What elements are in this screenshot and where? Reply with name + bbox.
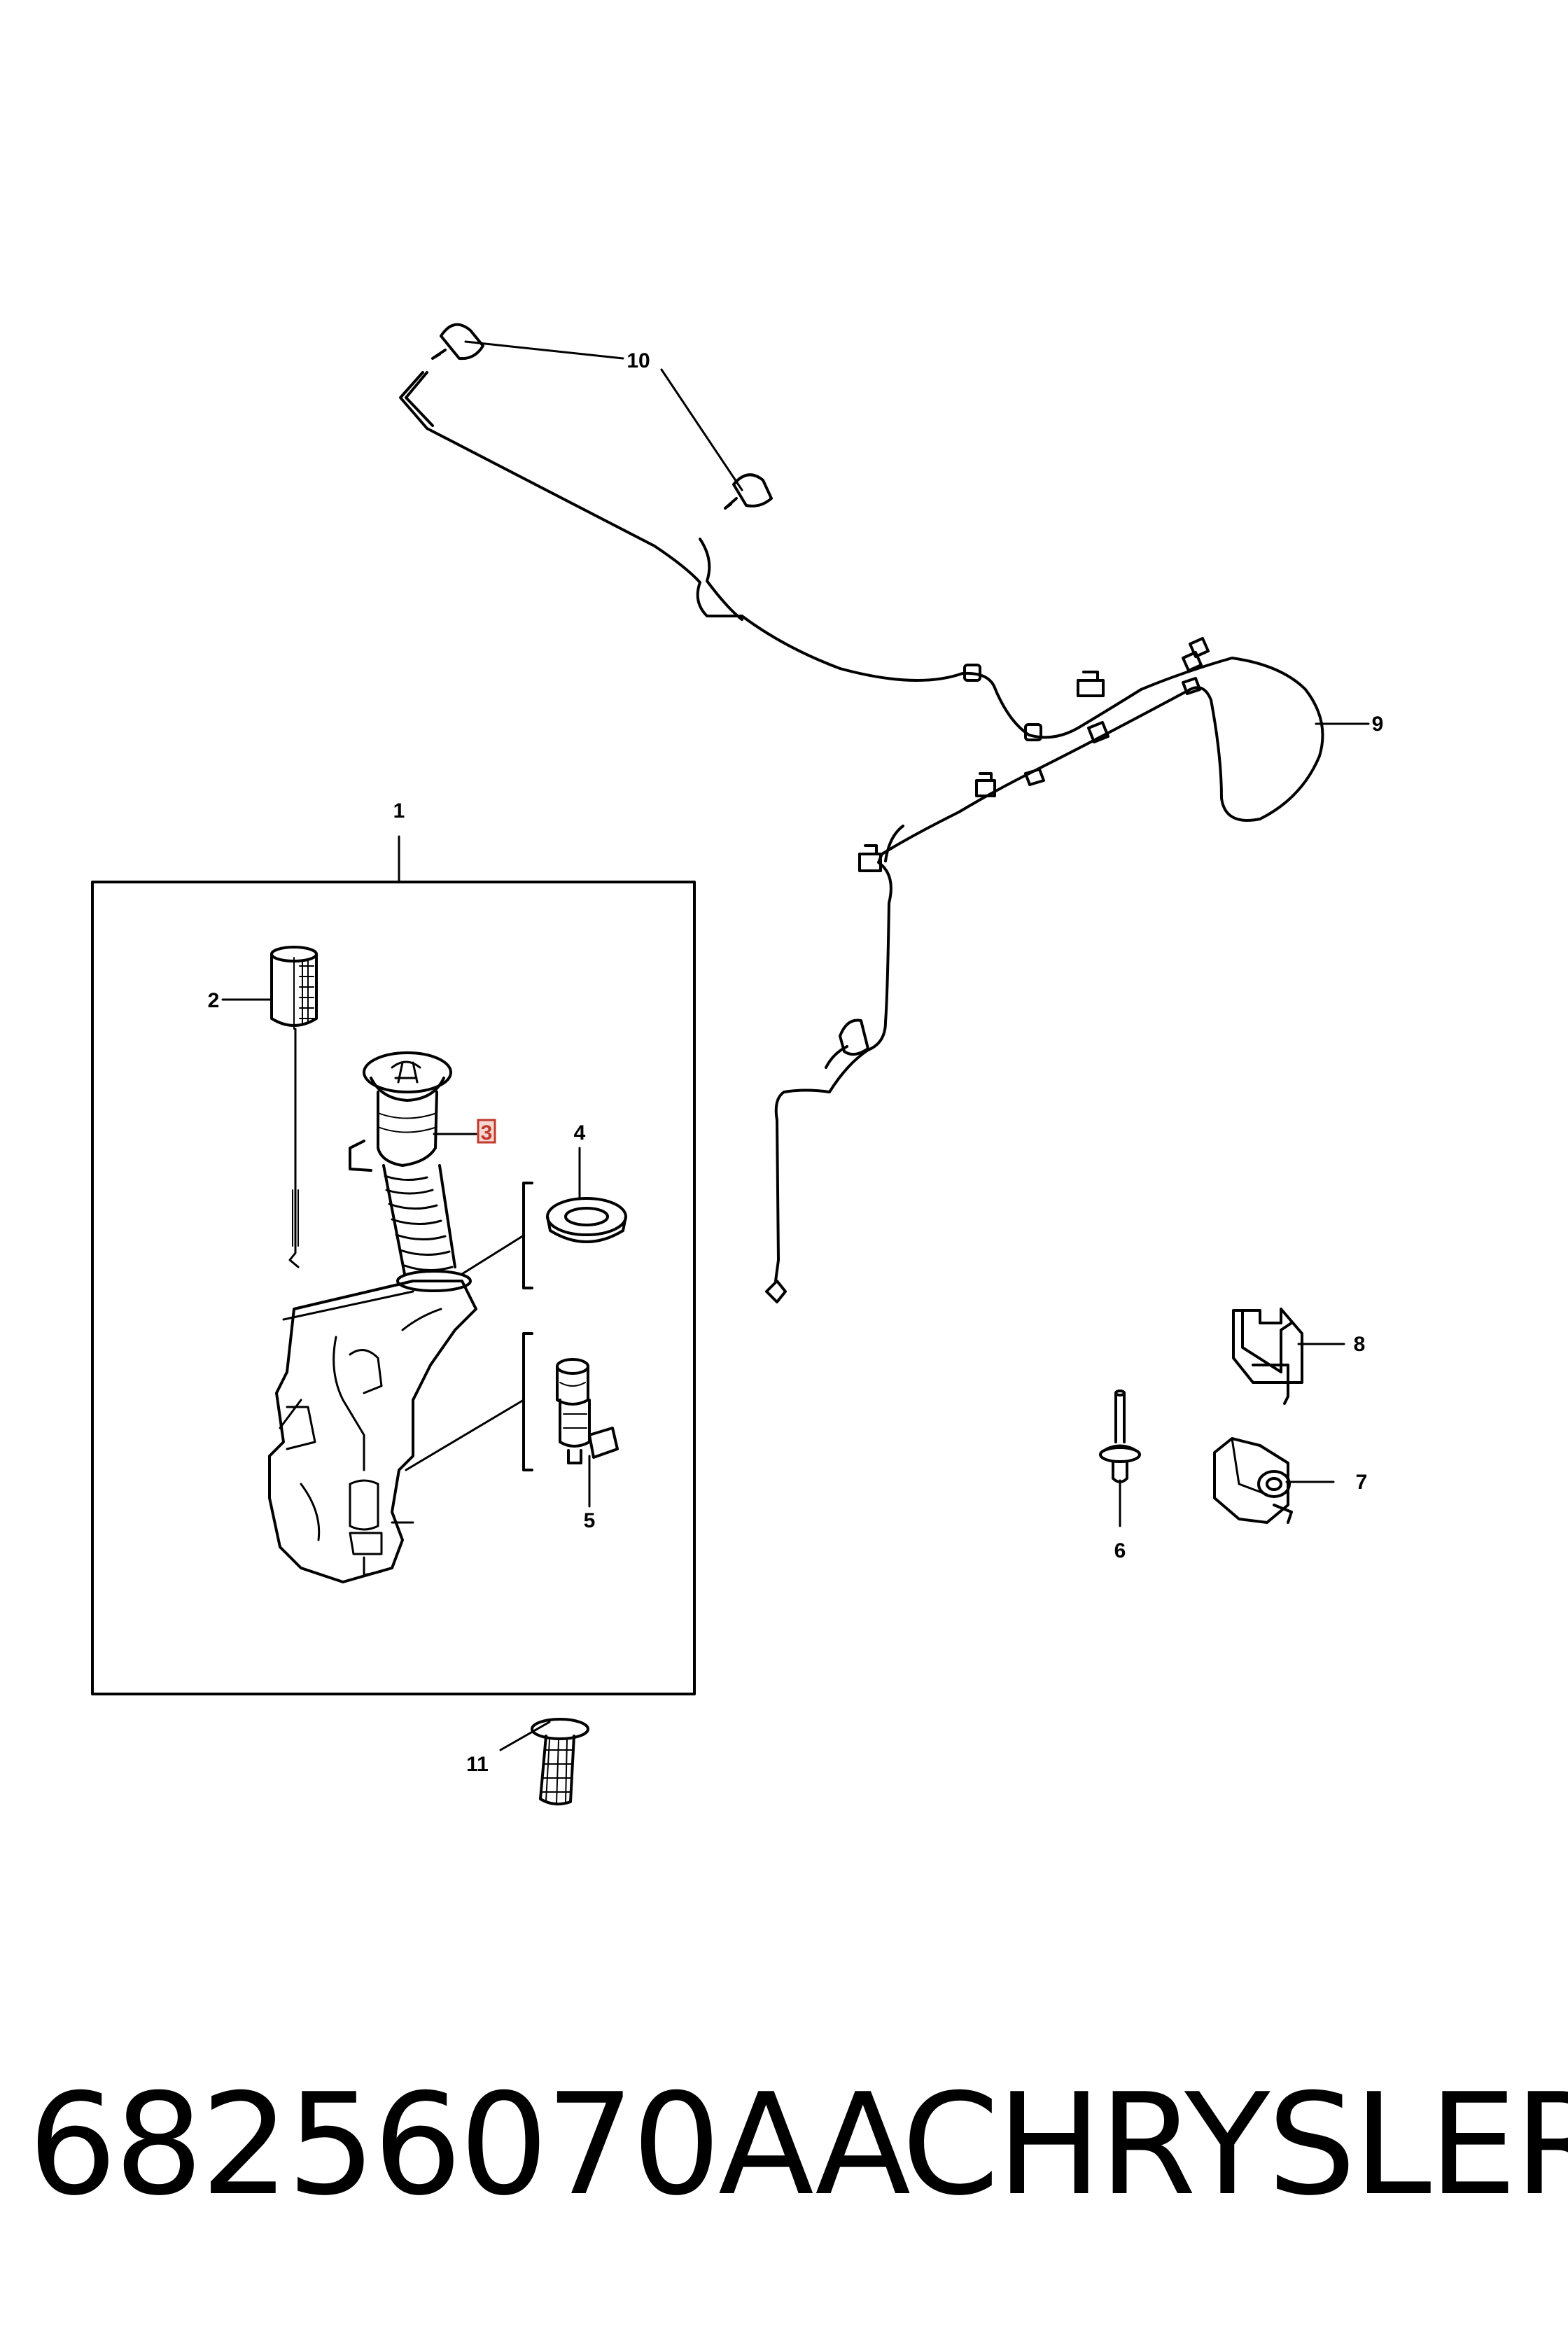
level-sensor xyxy=(270,946,318,1268)
callout-5: 5 xyxy=(584,1509,596,1532)
hose-clip xyxy=(1213,1437,1293,1524)
bracket-pump xyxy=(522,1332,533,1471)
washer-nozzle-left xyxy=(431,323,484,360)
bracket-grommet xyxy=(522,1182,533,1289)
callout-3: 3 xyxy=(481,1121,493,1144)
callout-2: 2 xyxy=(208,989,220,1012)
push-rivet xyxy=(1099,1390,1141,1483)
callout-10: 10 xyxy=(626,349,650,372)
washer-hose xyxy=(399,371,1324,1303)
brand-name: CHRYSLER xyxy=(902,2064,1568,2227)
retainer-clip xyxy=(1232,1308,1303,1405)
callout-1: 1 xyxy=(393,799,405,822)
washer-pump xyxy=(556,1358,619,1464)
callout-7: 7 xyxy=(1356,1471,1368,1494)
inlet-filter xyxy=(531,1718,589,1806)
callout-9: 9 xyxy=(1372,713,1384,736)
filler-neck xyxy=(349,1051,472,1292)
callout-11: 11 xyxy=(466,1753,489,1776)
callout-8: 8 xyxy=(1354,1333,1366,1356)
washer-reservoir xyxy=(268,1280,477,1583)
washer-nozzle-right xyxy=(724,473,773,510)
callout-3-highlight xyxy=(477,1119,496,1144)
callout-4: 4 xyxy=(574,1121,586,1144)
leader-lines xyxy=(221,340,1370,1751)
part-number: 68256070AA xyxy=(28,2064,911,2227)
grommet xyxy=(546,1197,627,1243)
assembly-box xyxy=(91,881,696,1695)
callout-6: 6 xyxy=(1114,1539,1126,1562)
footer: 68256070AA CHRYSLER xyxy=(0,2068,1568,2222)
